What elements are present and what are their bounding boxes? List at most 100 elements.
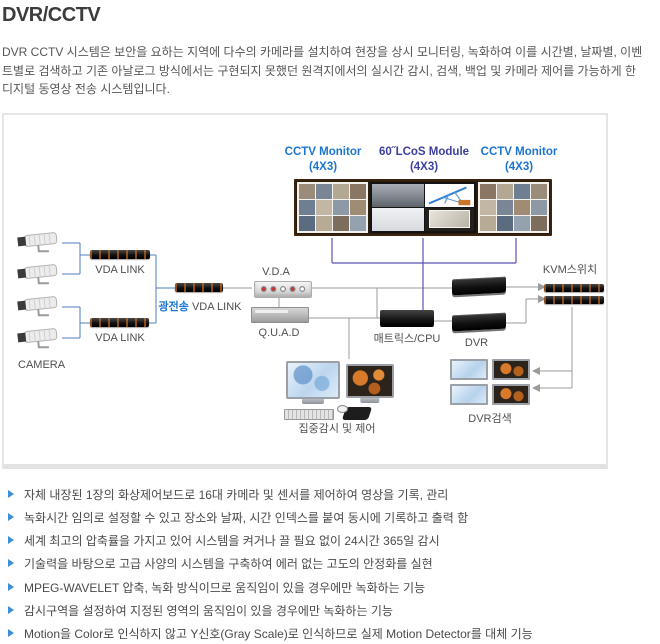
wall-thumb [514, 199, 530, 215]
cctv-camera-icon [17, 231, 58, 253]
label-optical-blue: 광전송 [158, 300, 189, 313]
label-line: (4X3) [409, 160, 439, 173]
feature-text: 세계 최고의 압축률을 가지고 있어 시스템을 켜거나 끌 필요 없이 24시간… [24, 534, 440, 549]
optical-vda-link-device [175, 282, 223, 292]
label-camera: CAMERA [18, 358, 66, 371]
label-matrix-cpu: 매트릭스/CPU [373, 332, 441, 345]
wall-thumb [299, 215, 315, 231]
dvr-device-top [452, 276, 506, 296]
label-dvr-search: DVR검색 [468, 412, 512, 425]
intro-paragraph: DVR CCTV 시스템은 보안을 요하는 지역에 다수의 카메라를 설치하여 … [2, 45, 643, 97]
label-line: (4X3) [504, 160, 534, 173]
wall-thumb [333, 199, 349, 215]
wall-thumb [480, 199, 496, 215]
video-wall [294, 178, 552, 236]
wall-grid-right [478, 181, 549, 233]
vda-device [254, 280, 312, 298]
wall-thumb [350, 183, 366, 199]
bullet-arrow-icon [8, 628, 14, 637]
cctv-camera-icon [17, 327, 58, 349]
label-optical-vda-link: 광전송 VDA LINK [140, 301, 260, 314]
wall-thumb [299, 199, 315, 215]
label-lcos-module: 60˝LCoS Module (4X3) [360, 145, 488, 175]
label-line: CCTV Monitor [480, 145, 558, 158]
dvr-search-monitor [450, 383, 488, 405]
bullet-arrow-icon [8, 582, 14, 591]
vda-link-device-top [90, 249, 150, 259]
wall-thumb [350, 215, 366, 231]
feature-text: 감시구역을 설정하여 지정된 영역의 움직임이 있을 경우에만 녹화하는 기능 [24, 603, 393, 618]
label-kvm-switch: KVM스위치 [542, 263, 598, 276]
wall-thumb [531, 199, 547, 215]
wall-center-photo [372, 183, 424, 207]
feature-item: 녹화시간 임의로 설정할 수 있고 장소와 날짜, 시간 인덱스를 붙여 동시에… [2, 510, 660, 526]
feature-item: 세계 최고의 압축률을 가지고 있어 시스템을 켜거나 끌 필요 없이 24시간… [2, 533, 660, 549]
wall-thumb [497, 183, 513, 199]
label-vda: V.D.A [262, 265, 290, 278]
monitoring-monitor-cctv [346, 363, 394, 398]
feature-item: Motion을 Color로 인식하지 않고 Y신호(Gray Scale)로 … [2, 626, 660, 642]
feature-list: 자체 내장된 1장의 화상제어보드로 16대 카메라 및 센서를 제어하여 영상… [2, 487, 660, 642]
label-line: CCTV Monitor [284, 145, 362, 158]
feature-item: 감시구역을 설정하여 지정된 영역의 움직임이 있을 경우에만 녹화하는 기능 [2, 603, 660, 619]
wall-thumb [333, 215, 349, 231]
monitoring-monitor-map [286, 360, 340, 399]
matrix-cpu-device [380, 309, 434, 326]
dvr-search-monitor [450, 358, 488, 380]
dvr-device-bottom [452, 312, 506, 332]
crane-sketch [424, 183, 474, 207]
wall-center-inset [424, 207, 474, 231]
wall-center-screenshot [372, 207, 424, 231]
bullet-arrow-icon [8, 536, 14, 545]
feature-text: 기술력을 바탕으로 고급 사양의 시스템을 구축하여 에러 없는 고도의 안정화… [24, 557, 433, 572]
vda-link-device-bottom [90, 317, 149, 327]
keyboard [284, 408, 334, 420]
vda-ports [259, 285, 307, 292]
bullet-arrow-icon [8, 559, 14, 568]
wall-thumb [350, 199, 366, 215]
wall-lcos-screen [370, 181, 476, 233]
quad-device [251, 306, 309, 323]
label-dvr: DVR [464, 336, 489, 349]
dvr-search-monitor [492, 383, 530, 405]
bullet-arrow-icon [8, 489, 14, 498]
kvm-device-bottom [544, 295, 604, 304]
wall-thumb [333, 183, 349, 199]
wall-thumb [514, 183, 530, 199]
mouse [337, 404, 348, 413]
feature-text: 녹화시간 임의로 설정할 수 있고 장소와 날짜, 시간 인덱스를 붙여 동시에… [24, 510, 469, 525]
wall-thumb [316, 199, 332, 215]
feature-text: Motion을 Color로 인식하지 않고 Y신호(Gray Scale)로 … [24, 626, 533, 641]
feature-text: MPEG-WAVELET 압축, 녹화 방식이므로 움직임이 있을 경우에만 녹… [24, 580, 426, 595]
feature-text: 자체 내장된 1장의 화상제어보드로 16대 카메라 및 센서를 제어하여 영상… [24, 487, 449, 502]
label-line: 60˝LCoS Module [378, 145, 470, 158]
page-title: DVR/CCTV [2, 4, 101, 26]
dvr-search-monitors [450, 358, 530, 405]
wall-thumb [480, 183, 496, 199]
cctv-camera-icon [17, 263, 58, 285]
wall-thumb [531, 215, 547, 231]
label-cctv-monitor-right: CCTV Monitor (4X3) [464, 145, 574, 175]
wall-thumb [480, 215, 496, 231]
wall-thumb [299, 183, 315, 199]
label-vda-link-top: VDA LINK [95, 263, 145, 276]
feature-item: 자체 내장된 1장의 화상제어보드로 16대 카메라 및 센서를 제어하여 영상… [2, 487, 660, 503]
wall-thumb [514, 215, 530, 231]
label-quad: Q.U.A.D [258, 326, 300, 339]
dvr-search-monitor [492, 358, 530, 380]
bullet-arrow-icon [8, 605, 14, 614]
system-diagram: CCTV Monitor (4X3) 60˝LCoS Module (4X3) … [2, 112, 608, 469]
wall-thumb [316, 215, 332, 231]
label-vda-link-bottom: VDA LINK [95, 331, 145, 344]
feature-item: 기술력을 바탕으로 고급 사양의 시스템을 구축하여 에러 없는 고도의 안정화… [2, 556, 660, 572]
wall-thumb [497, 199, 513, 215]
bullet-arrow-icon [8, 512, 14, 521]
label-monitoring: 집중감시 및 제어 [298, 422, 376, 435]
label-line: (4X3) [308, 160, 338, 173]
wall-thumb [497, 215, 513, 231]
feature-item: MPEG-WAVELET 압축, 녹화 방식이므로 움직임이 있을 경우에만 녹… [2, 580, 660, 596]
wall-thumb [316, 183, 332, 199]
wall-grid-left [297, 181, 368, 233]
label-optical-rest: VDA LINK [188, 300, 242, 313]
wall-thumb [531, 183, 547, 199]
